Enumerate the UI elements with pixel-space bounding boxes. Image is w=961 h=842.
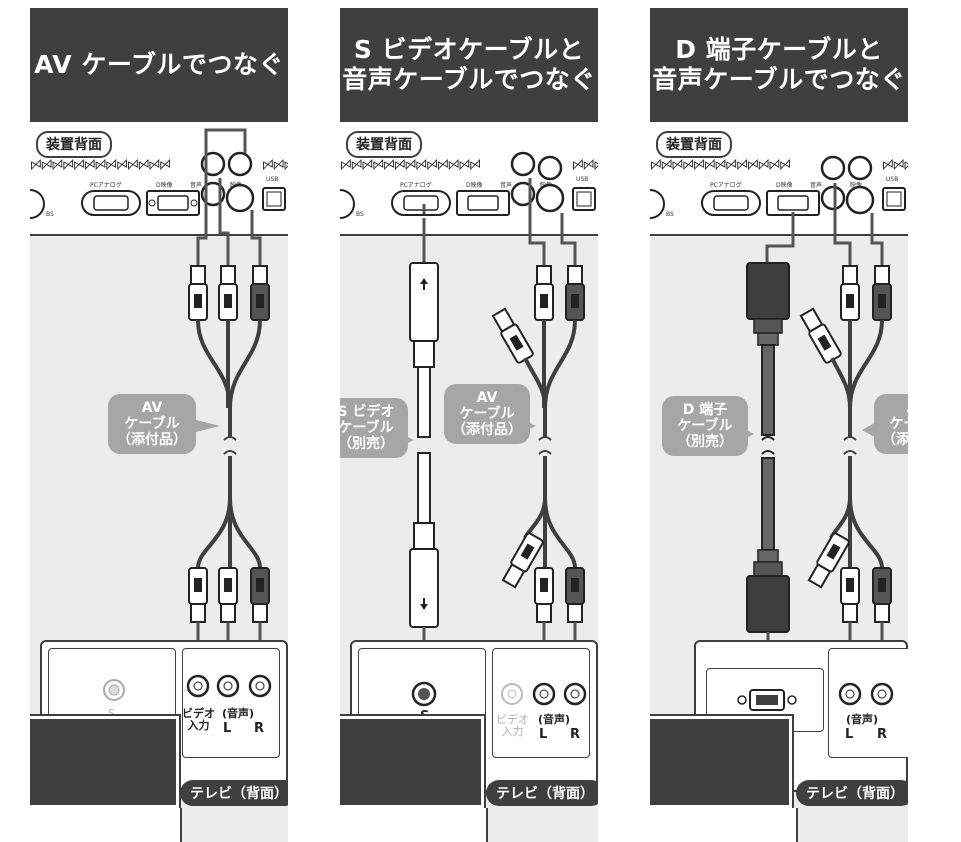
tv-audio-l-jack-icon (216, 674, 240, 698)
av-cable-callout: AV ケーブル （添付品） (108, 394, 196, 455)
audio-left-jack-icon (510, 151, 536, 177)
tv-audio-r-jack-icon (870, 682, 894, 706)
tv-rear-badge: テレビ（背面） (180, 780, 288, 806)
tv-video-jack-icon (501, 683, 523, 705)
av-cable-lower-plugs (188, 567, 270, 676)
tv-stand (650, 808, 798, 842)
tv-video-jack-icon (186, 674, 210, 698)
panel-header: S ビデオケーブルと 音声ケーブルでつなぐ (340, 8, 598, 122)
av-cable-upper-wires (196, 319, 262, 569)
d-video-port-icon (766, 190, 820, 216)
d-terminal-route (765, 212, 795, 266)
device-rear-tag: 装置背面 (346, 131, 422, 158)
usb-port-icon (262, 187, 286, 211)
tv-audio-r-jack-icon (248, 674, 272, 698)
tv-screen (340, 714, 486, 810)
tv-screen (650, 714, 794, 810)
pc-analog-port-icon (81, 190, 141, 216)
panel-1-illustration (30, 128, 286, 676)
s-video-cable-callout: S ビデオ ケーブル （別売） (340, 398, 408, 459)
tv-rear-badge: テレビ（背面） (486, 780, 598, 806)
tv-d-terminal-jack-icon (737, 689, 797, 711)
device-rear-tag: 装置背面 (656, 131, 732, 158)
panel-header: D 端子ケーブルと 音声ケーブルでつなぐ (650, 8, 908, 122)
tv-screen (30, 714, 181, 810)
tv-audio-l-jack-icon (838, 682, 862, 706)
pc-analog-port-icon (701, 190, 761, 216)
av-cable-upper-plugs (188, 265, 270, 321)
tv-audio-box (182, 648, 280, 758)
bs-port-icon (30, 189, 45, 219)
device-port-row-right: ꗯꗯꗯ (262, 156, 288, 174)
audio-left-jack-icon (820, 155, 846, 181)
tv-stand (30, 808, 182, 842)
audio-right-jack-icon (820, 185, 846, 211)
video-jack-icon (227, 151, 253, 177)
tv-stand (340, 808, 488, 842)
av-cable (799, 265, 892, 676)
tv-s-video-jack-icon (103, 679, 125, 701)
panel-title-line1: S ビデオケーブルと (353, 34, 585, 64)
s-video-port-icon (845, 185, 875, 215)
panel-av-cable: AV ケーブルでつなぐ 装置背面 ꗯꗯꗯꗯꗯꗯꗯꗯꗯꗯꗯꗯꗯ ꗯꗯꗯ PCアナロ… (30, 8, 288, 842)
d-video-port-icon (146, 190, 200, 216)
tv-audio-box (828, 648, 908, 758)
av-cable-callout: AV ケーブル （添付品） (874, 394, 908, 455)
cable-routes (196, 128, 262, 266)
panel-header: AV ケーブルでつなぐ (30, 8, 288, 122)
panel-title-line2: 音声ケーブルでつなぐ (652, 65, 906, 94)
usb-port-icon (882, 187, 906, 211)
panel-2-illustration (340, 151, 596, 684)
panel-title-line1: D 端子ケーブルと (675, 34, 883, 64)
usb-port-icon (572, 187, 596, 211)
device-port-row-right: ꗯꗯꗯ (882, 156, 908, 174)
s-video-cable (409, 262, 439, 684)
s-video-port-icon (225, 183, 255, 213)
tv-audio-r-jack-icon (563, 682, 587, 706)
device-port-row-right: ꗯꗯꗯ (572, 156, 598, 174)
d-video-port-icon (456, 190, 510, 216)
device-rear-tag: 装置背面 (36, 131, 112, 158)
tv-s-video-jack-icon (411, 681, 437, 707)
panel-3-illustration (650, 155, 906, 684)
panel-s-video-cable: S ビデオケーブルと 音声ケーブルでつなぐ 装置背面 ꗯꗯꗯꗯꗯꗯꗯꗯꗯꗯꗯꗯꗯ… (340, 8, 598, 842)
s-video-port-icon (535, 183, 565, 213)
video-jack-icon (847, 155, 873, 181)
tv-rear-badge: テレビ（背面） (796, 780, 908, 806)
d-terminal-cable-callout: D 端子 ケーブル （別売） (662, 396, 748, 457)
av-cable-callout: AV ケーブル （添付品） (444, 384, 530, 445)
panel-title-line2: 音声ケーブルでつなぐ (342, 65, 596, 94)
panel-d-terminal-cable: D 端子ケーブルと 音声ケーブルでつなぐ 装置背面 ꗯꗯꗯꗯꗯꗯꗯꗯꗯꗯꗯꗯꗯ … (650, 8, 908, 842)
av-cable (491, 265, 585, 676)
video-jack-icon (537, 155, 563, 181)
device-port-row: ꗯꗯꗯꗯꗯꗯꗯꗯꗯꗯꗯꗯꗯ (340, 156, 481, 174)
device-port-row: ꗯꗯꗯꗯꗯꗯꗯꗯꗯꗯꗯꗯꗯ (30, 156, 171, 174)
pc-analog-port-icon (391, 190, 451, 216)
panel-title: AV ケーブルでつなぐ (34, 49, 284, 79)
tv-audio-l-jack-icon (532, 682, 556, 706)
device-port-row: ꗯꗯꗯꗯꗯꗯꗯꗯꗯꗯꗯꗯꗯ (650, 156, 791, 174)
